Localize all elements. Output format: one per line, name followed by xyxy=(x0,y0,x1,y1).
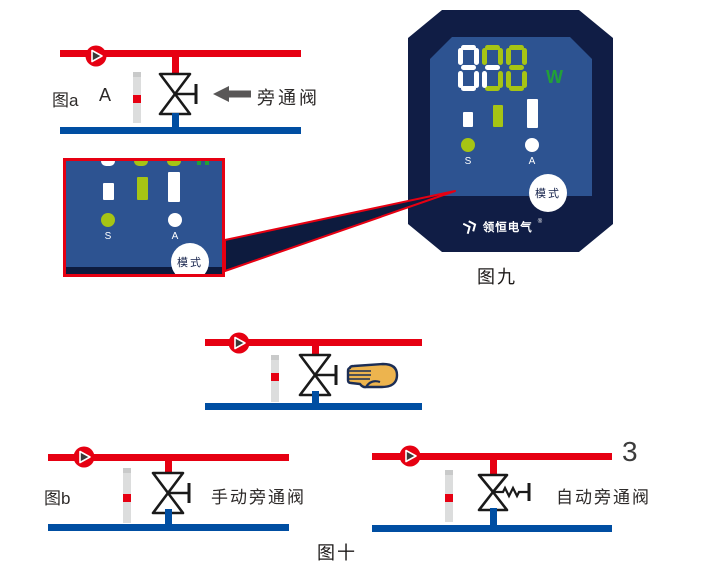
pump-icon xyxy=(399,445,421,467)
supply-pipe xyxy=(48,454,289,461)
point-a-label: A xyxy=(99,85,112,105)
digit-fragment xyxy=(134,161,148,166)
gauge-cap xyxy=(123,468,131,473)
gauge-indicator xyxy=(271,373,279,381)
radiator-gauge xyxy=(133,72,141,123)
a-label: A xyxy=(171,231,179,242)
valve-outlet-pipe xyxy=(312,391,319,403)
mode-button[interactable]: 模式 xyxy=(171,243,209,274)
bypass-valve-label: 旁通阀 xyxy=(257,88,320,108)
display-zoom-callout: S A 模式 xyxy=(63,158,225,277)
manual-valve-icon xyxy=(298,353,338,397)
registered-mark: ® xyxy=(537,218,543,225)
valve-inlet-pipe xyxy=(312,345,319,358)
figure-a-label: 图a xyxy=(52,91,79,110)
valve-outlet-pipe xyxy=(172,113,179,128)
seven-segment-digit xyxy=(506,45,527,91)
manual-bypass-valve-label: 手动旁通阀 xyxy=(211,488,306,507)
digit-fragment xyxy=(101,161,115,166)
figure-10-caption: 图十 xyxy=(317,543,357,563)
gauge-cap xyxy=(445,470,453,475)
pump-icon xyxy=(228,332,250,354)
level-bar-mid xyxy=(137,177,148,200)
auto-bypass-valve-label: 自动旁通阀 xyxy=(556,488,651,507)
unit-fragment xyxy=(197,161,201,165)
return-pipe xyxy=(205,403,422,410)
brand-name: 领恒电气 xyxy=(482,221,533,234)
brand-logo: 领恒电气 ® xyxy=(408,218,605,235)
gauge-cap xyxy=(271,355,279,360)
hand-icon xyxy=(346,362,399,389)
supply-pipe xyxy=(205,339,422,346)
s-indicator-led xyxy=(101,213,115,227)
s-indicator-led xyxy=(461,138,475,152)
page-number: 3 xyxy=(622,436,638,467)
manual-valve-icon xyxy=(158,72,198,116)
a-label: A xyxy=(528,156,536,167)
power-display xyxy=(458,45,527,91)
level-bar-high xyxy=(168,172,180,202)
s-label: S xyxy=(104,231,112,242)
digit-fragment xyxy=(167,161,181,166)
pump-icon xyxy=(73,446,95,468)
valve-outlet-pipe xyxy=(490,508,497,525)
a-indicator-led xyxy=(168,213,182,227)
return-pipe xyxy=(372,525,612,532)
callout-arrow-icon xyxy=(213,86,251,102)
supply-pipe xyxy=(372,453,612,460)
mode-button[interactable]: 模式 xyxy=(529,174,567,212)
figure-b-label: 图b xyxy=(44,489,71,508)
radiator-gauge xyxy=(271,355,279,402)
manual-valve-icon xyxy=(151,471,191,515)
radiator-gauge xyxy=(123,468,131,523)
valve-inlet-pipe xyxy=(172,56,179,73)
level-bar-low xyxy=(463,112,473,127)
unit-fragment xyxy=(205,161,209,165)
valve-inlet-pipe xyxy=(165,460,172,477)
gauge-cap xyxy=(133,72,141,77)
seven-segment-digit xyxy=(458,45,479,91)
valve-inlet-pipe xyxy=(490,459,497,474)
return-pipe xyxy=(60,127,301,134)
level-bar-mid xyxy=(493,105,503,127)
a-indicator-led xyxy=(525,138,539,152)
s-label: S xyxy=(464,156,472,167)
gauge-indicator xyxy=(133,95,141,103)
auto-valve-icon xyxy=(477,473,531,512)
gauge-indicator xyxy=(445,494,453,502)
radiator-gauge xyxy=(445,470,453,522)
controller-panel: W S A 模式 领恒电气 ® xyxy=(408,10,613,252)
gauge-indicator xyxy=(123,494,131,502)
figure-9-caption: 图九 xyxy=(477,267,517,287)
seven-segment-digit xyxy=(482,45,503,91)
level-bar-low xyxy=(103,183,114,200)
panel-bezel-strip xyxy=(66,267,222,274)
supply-pipe xyxy=(60,50,301,57)
watt-unit: W xyxy=(546,67,563,87)
pump-icon xyxy=(85,45,107,67)
brand-logo-icon xyxy=(462,220,477,235)
level-bar-high xyxy=(527,99,538,128)
return-pipe xyxy=(48,524,289,531)
controller-screen: W S A xyxy=(430,37,592,196)
valve-outlet-pipe xyxy=(165,509,172,524)
